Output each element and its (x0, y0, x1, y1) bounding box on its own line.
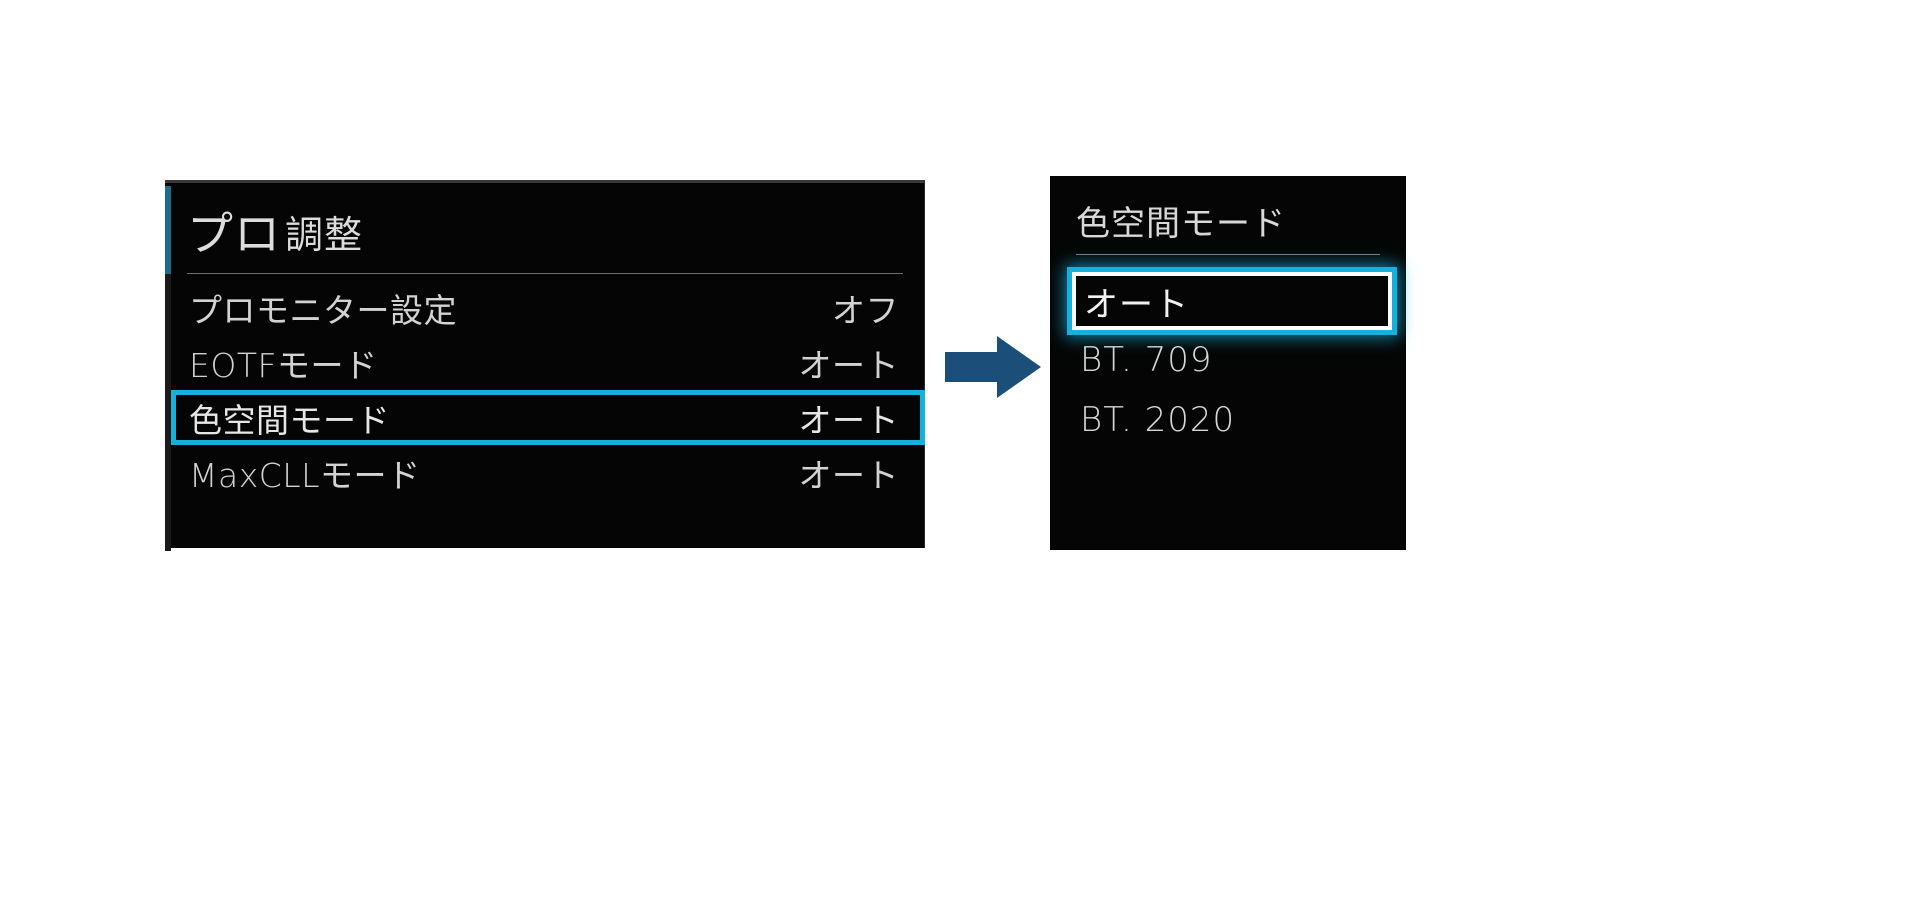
popup-option-auto[interactable]: オート (1072, 272, 1392, 330)
popup-option-label: BT. 709 (1080, 340, 1213, 380)
page-title: プロ 調整 (187, 195, 363, 267)
row-label: プロモニター設定 (189, 290, 457, 330)
osd-row-list: プロモニター設定 オフ EOTFモード オート 色空間モード オート MaxCL… (171, 280, 925, 500)
title-accent-bar (165, 186, 171, 274)
osd-row-eotf-mode[interactable]: EOTFモード オート (171, 335, 925, 390)
page-title-main: プロ (187, 207, 281, 261)
popup-option-label: オート (1084, 284, 1189, 325)
row-value: オート (798, 345, 899, 385)
row-label: MaxCLLモード (189, 455, 421, 495)
title-divider (187, 273, 903, 274)
popup-option-list: オート BT. 709 BT. 2020 (1050, 272, 1406, 450)
popup-option-label: BT. 2020 (1080, 400, 1236, 440)
osd-row-color-space-mode[interactable]: 色空間モード オート (171, 390, 925, 445)
row-value: オート (798, 455, 899, 495)
popup-option-bt2020[interactable]: BT. 2020 (1050, 390, 1406, 450)
page-title-sub: 調整 (285, 212, 364, 257)
color-space-mode-popup: 色空間モード オート BT. 709 BT. 2020 (1050, 176, 1406, 550)
popup-option-bt709[interactable]: BT. 709 (1050, 330, 1406, 390)
row-value: オフ (832, 290, 899, 330)
row-label: 色空間モード (189, 400, 390, 440)
panel-left-edge (165, 274, 171, 551)
popup-title: 色空間モード (1076, 204, 1286, 244)
osd-menu-panel: プロ 調整 プロモニター設定 オフ EOTFモード オート 色空間モード オート… (165, 180, 925, 551)
osd-row-maxcll-mode[interactable]: MaxCLLモード オート (171, 445, 925, 500)
osd-row-pro-monitor[interactable]: プロモニター設定 オフ (171, 280, 925, 335)
row-label: EOTFモード (189, 345, 378, 385)
arrow-right-icon (945, 336, 1041, 398)
row-value: オート (798, 400, 899, 440)
popup-divider (1076, 254, 1380, 255)
